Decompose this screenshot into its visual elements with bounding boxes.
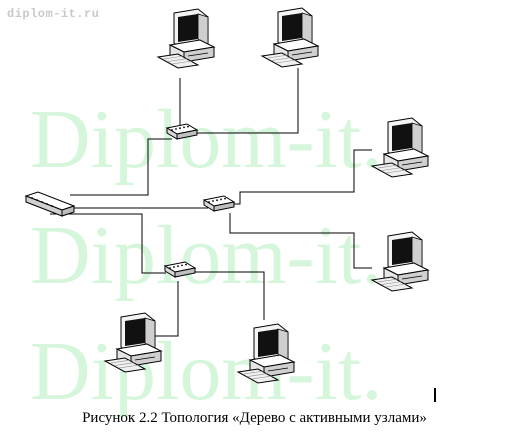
computer (261, 7, 319, 68)
hub (203, 195, 235, 212)
computer (371, 117, 429, 178)
cable (195, 68, 299, 134)
cables (50, 68, 372, 337)
cable (229, 213, 372, 269)
cable (50, 213, 166, 274)
computer (237, 323, 295, 384)
watermark-text: Diplom-it. (30, 93, 383, 186)
main-switch (25, 191, 75, 217)
cable (70, 138, 172, 196)
cable (232, 149, 372, 205)
site-label: diplom-it.ru (7, 7, 100, 21)
computer (104, 312, 162, 373)
computer (157, 8, 215, 69)
hub (164, 261, 196, 278)
watermark-text: Diplom-it. (30, 325, 383, 418)
hub (166, 123, 198, 140)
cable (192, 271, 265, 320)
cable (150, 281, 179, 337)
text-cursor (434, 388, 436, 402)
figure-caption: Рисунок 2.2 Топология «Дерево с активным… (82, 410, 427, 426)
watermark-text: Diplom-it. (30, 209, 383, 302)
computer (371, 231, 429, 292)
